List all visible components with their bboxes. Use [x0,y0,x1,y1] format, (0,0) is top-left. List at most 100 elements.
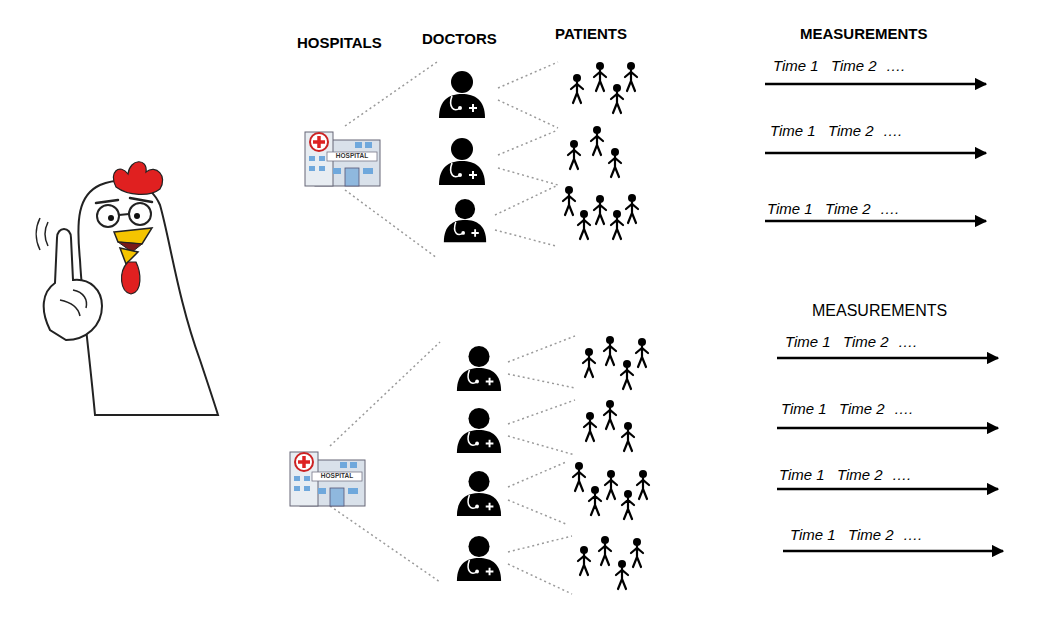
patient-group [578,536,643,589]
time-label: …. [898,333,917,351]
patient-icon [611,210,623,239]
patient-icon [591,126,603,155]
hospital-icon [305,132,380,186]
dotted-line [508,564,572,594]
chicken-comb [113,162,162,195]
patient-group [568,126,621,177]
patient-icon [599,536,611,565]
dotted-line [508,374,575,388]
dotted-line [508,536,572,552]
glasses [97,205,119,227]
patient-icon [604,400,616,429]
dotted-line [508,400,575,424]
time-label: Time 1 [779,466,825,484]
time-label: Time 1 [767,200,813,218]
dotted-line [498,62,558,88]
dotted-line [498,130,558,155]
dotted-line [330,342,440,446]
patient-icon [594,62,606,91]
time-label: …. [892,466,911,484]
hospital-icon [290,452,365,506]
time-label: …. [883,122,902,140]
finger-line [60,290,86,316]
dotted-line [498,168,558,185]
patient-icon [571,74,583,103]
timeline-arrow [765,220,986,223]
time-label: …. [880,200,899,218]
patient-icon [621,360,633,389]
sign-text: HOSPITAL [321,473,353,480]
patient-group [573,462,649,519]
patient-icon [625,62,637,91]
patient-icon [611,84,623,113]
chicken-hand [44,229,102,340]
timeline-arrow [777,357,998,360]
beak [114,228,152,244]
doctor-icon [439,71,485,118]
patient-icon [568,140,580,169]
timeline-arrow [765,152,986,155]
patient-icon [616,560,628,589]
doctor-icon [457,471,501,516]
time-label: Time 2 [839,400,885,418]
doctor-icon [457,408,501,453]
time-label: Time 1 [785,333,831,351]
column-header: HOSPITALS [297,34,382,52]
column-header: DOCTORS [422,30,497,48]
dotted-line [508,500,566,524]
patient-icon [626,194,638,223]
time-label: Time 2 [848,526,894,544]
dotted-line [498,100,558,128]
time-label: Time 2 [843,333,889,351]
patient-icon [573,462,585,491]
patient-icon [584,412,596,441]
dotted-line [495,186,556,215]
doctor-icon [457,346,501,391]
patient-icon [605,470,617,499]
timeline-arrow [777,488,998,491]
motion-lines [36,218,48,250]
patient-group [571,62,637,113]
patient-group [563,186,638,239]
dotted-line [508,436,575,455]
dotted-line [345,190,437,258]
patient-icon [563,186,575,215]
chicken [36,162,218,415]
time-label: Time 2 [825,200,871,218]
column-header: MEASUREMENTS [800,25,928,43]
timeline-arrows [765,84,1003,551]
sign-text: HOSPITAL [336,153,368,160]
patient-icon [636,338,648,367]
patient-icon [604,336,616,365]
patient-icon [589,486,601,515]
timeline-arrow [783,550,1003,553]
patient-icon [631,538,643,567]
dotted-line [330,506,440,582]
time-label: …. [903,526,922,544]
glasses-bridge [119,214,129,215]
time-label: …. [886,57,905,75]
glasses [129,203,151,225]
patient-icon [637,470,649,499]
patient-group [583,336,648,389]
time-label: Time 1 [781,400,827,418]
patient-icon [609,148,621,177]
pupil [134,213,140,219]
doctor-icon [444,199,486,242]
dotted-line [508,336,575,362]
pupil [108,215,114,221]
patient-icon [622,490,634,519]
dotted-line [345,62,437,126]
doctor-icon [457,536,501,581]
column-header: PATIENTS [555,25,627,43]
patient-icon [583,348,595,377]
patient-icon [594,195,606,224]
patient-icon [622,422,634,451]
patient-icon [578,210,590,239]
patient-icon [578,546,590,575]
time-label: Time 2 [828,122,874,140]
wattle [122,262,140,294]
time-label: Time 2 [837,466,883,484]
timeline-arrow [777,427,998,430]
